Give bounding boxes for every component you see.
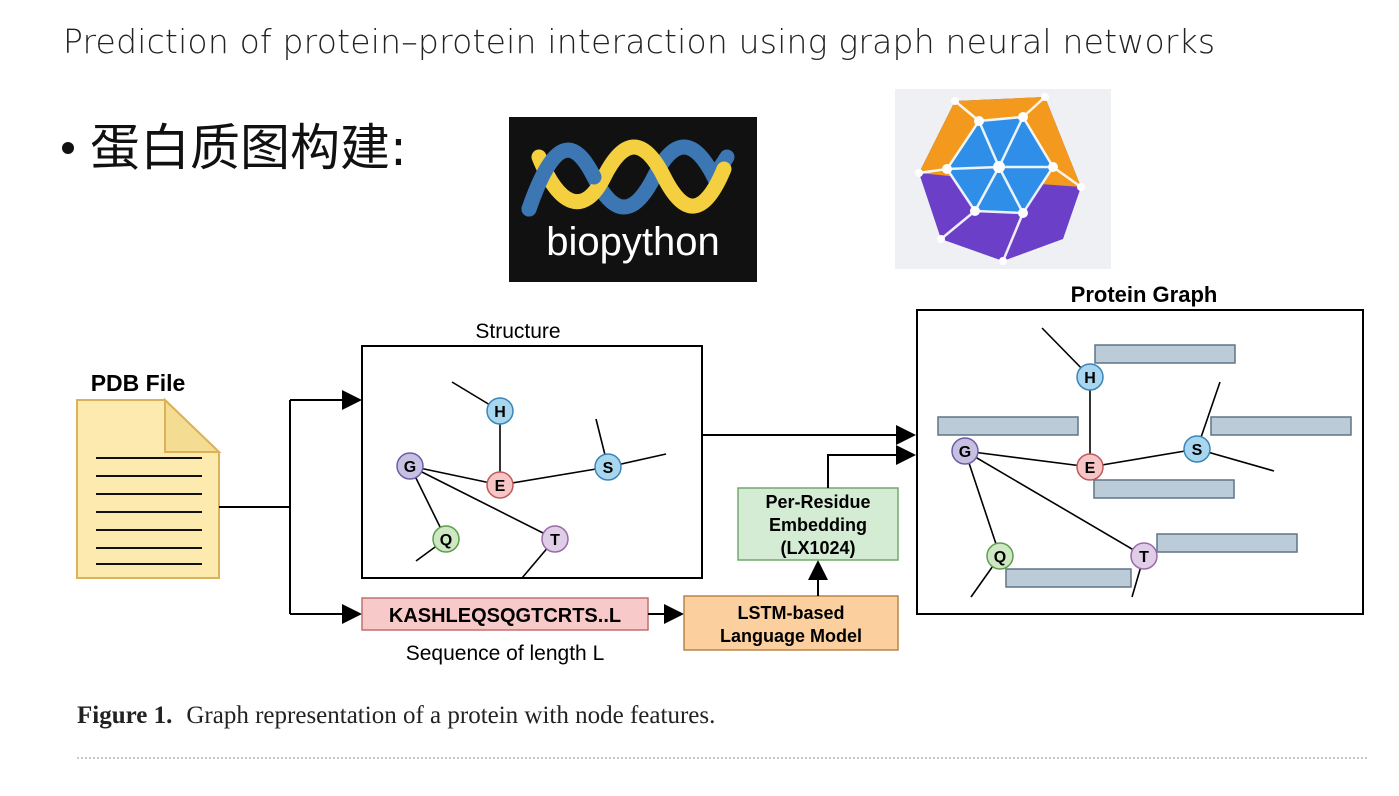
graph-node-e: E — [1085, 460, 1096, 477]
graph-network-logo — [895, 89, 1111, 269]
feature-bars — [937, 344, 1352, 588]
node-q: Q — [440, 532, 452, 549]
graph-node-h: H — [1084, 370, 1096, 387]
node-g: G — [404, 459, 416, 476]
lstm-box — [683, 595, 899, 651]
biopython-wordmark: biopython — [546, 220, 719, 264]
figure-caption: Figure 1. Graph representation of a prote… — [77, 702, 715, 730]
embedding-line-1: Per-Residue — [765, 492, 870, 512]
biopython-logo: biopython — [509, 117, 757, 282]
node-h: H — [494, 404, 506, 421]
bullet-text: 蛋白质图构建: — [90, 119, 407, 177]
sequence-caption: Sequence of length L — [406, 642, 605, 665]
node-t: T — [550, 532, 560, 549]
helix-yellow-strand — [531, 139, 732, 214]
pipeline-diagram: PDB File Structure — [0, 280, 1399, 694]
embedding-line-2: Embedding — [769, 515, 867, 535]
pdb-connectors — [219, 390, 362, 624]
sequence-box — [361, 597, 649, 631]
graph-node-t: T — [1139, 549, 1149, 566]
lstm-line-2: Language Model — [720, 626, 862, 646]
node-s: S — [603, 460, 614, 477]
graph-nodes: H G E S Q T — [951, 363, 1211, 570]
pdb-file-icon — [76, 397, 222, 579]
structure-nodes: H G E S Q T — [396, 397, 622, 553]
embedding-line-3: (LX1024) — [780, 538, 855, 558]
bullet-heading: 蛋白质图构建: — [62, 108, 407, 180]
pdb-file-label: PDB File — [91, 370, 186, 396]
bullet-dot — [62, 141, 74, 154]
lstm-line-1: LSTM-based — [737, 603, 844, 623]
node-e: E — [495, 478, 506, 495]
dotted-divider — [77, 757, 1367, 759]
figure-caption-text: Graph representation of a protein with n… — [186, 702, 716, 729]
structure-label: Structure — [475, 320, 560, 343]
figure-label: Figure 1. — [77, 702, 173, 729]
slide-title: Prediction of protein–protein interactio… — [63, 22, 1216, 61]
graph-node-s: S — [1192, 442, 1203, 459]
sequence-text: KASHLEQSQGTCRTS..L — [389, 605, 621, 627]
graph-node-g: G — [959, 444, 971, 461]
graph-node-q: Q — [994, 549, 1006, 566]
embedding-box — [737, 487, 899, 561]
protein-graph-label: Protein Graph — [1071, 282, 1218, 307]
